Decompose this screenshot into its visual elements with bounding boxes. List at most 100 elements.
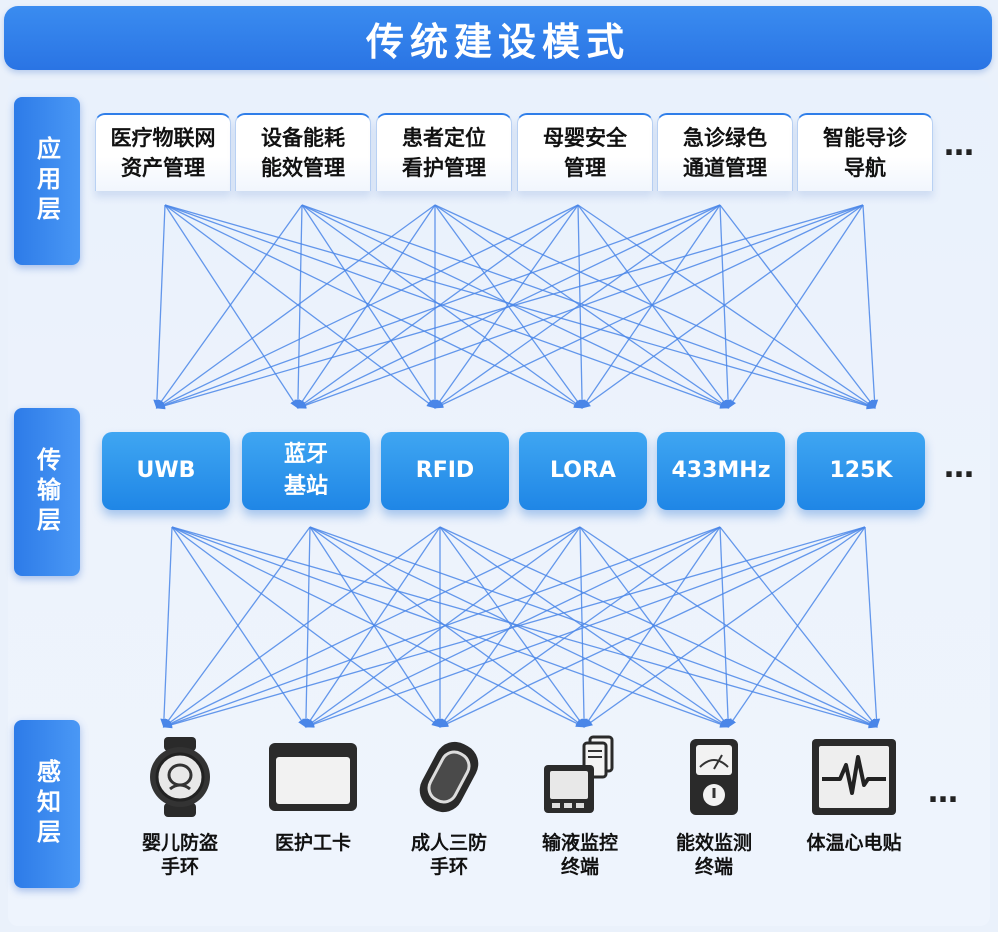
connection-line [301, 204, 583, 409]
connection-line [434, 204, 876, 409]
connection-line [439, 526, 878, 728]
badge-card-icon [269, 743, 357, 811]
connection-line [579, 526, 729, 728]
device-item: 成人三防 手环 [384, 735, 514, 885]
connection-line [155, 204, 864, 410]
page-title: 传统建设模式 [365, 19, 630, 64]
device-item: 输液监控 终端 [515, 735, 645, 885]
layer-label-transport-text: 传输层 [32, 447, 61, 537]
connection-line [163, 526, 311, 728]
transport-box: LORA [519, 432, 647, 510]
app-box: 设备能耗 能效管理 [235, 113, 371, 191]
layer-label-application: 应用层 [14, 97, 80, 265]
connection-line [155, 204, 579, 409]
connection-line [164, 204, 876, 410]
connection-line [434, 204, 864, 409]
app-label: 智能导诊 导航 [823, 126, 907, 180]
transport-box: RFID [381, 432, 509, 510]
more-applications: … [944, 128, 975, 163]
connection-line [164, 204, 299, 409]
connection-line [171, 526, 878, 729]
layer-label-application-text: 应用层 [32, 136, 61, 226]
device-item: 医护工卡 [248, 735, 378, 885]
connection-line [153, 204, 166, 409]
connection-line [162, 526, 721, 728]
connection-line [302, 526, 311, 728]
transport-label: 蓝牙 基站 [283, 442, 328, 499]
app-box: 急诊绿色 通道管理 [657, 113, 793, 191]
connection-line [439, 526, 721, 728]
connection-line [155, 204, 721, 409]
transport-label: UWB [136, 458, 196, 483]
connection-line [156, 204, 303, 409]
connection-line [162, 526, 581, 728]
layer-label-perception: 感知层 [14, 720, 80, 888]
app-label: 母婴安全 管理 [543, 126, 627, 180]
connection-line [155, 204, 436, 409]
device-label: 输液监控 终端 [541, 832, 618, 878]
transport-box: UWB [102, 432, 230, 510]
connection-line [171, 526, 307, 728]
connection-line [171, 526, 586, 728]
transport-box: 433MHz [657, 432, 785, 510]
connection-line [171, 526, 441, 728]
transport-label: RFID [415, 458, 475, 483]
connection-line [434, 204, 721, 409]
connection-line [581, 204, 721, 409]
app-box: 母婴安全 管理 [517, 113, 653, 191]
meter-icon [690, 739, 738, 815]
connection-line [309, 526, 585, 728]
transport-label: 433MHz [671, 458, 771, 483]
device-item: 体温心电贴 [789, 735, 919, 885]
app-label: 患者定位 看护管理 [402, 126, 486, 180]
connection-line [160, 526, 173, 728]
connection-line [439, 526, 866, 728]
connection-line [581, 204, 864, 409]
connection-line [577, 204, 729, 409]
connection-line [294, 204, 303, 409]
app-label: 设备能耗 能效管理 [261, 126, 345, 180]
device-item: 能效监测 终端 [649, 735, 779, 885]
connection-line [301, 204, 730, 409]
title-bar: 传统建设模式 [4, 6, 992, 70]
device-label: 成人三防 手环 [410, 832, 487, 878]
connection-line [727, 204, 864, 409]
connection-line [296, 204, 864, 409]
transport-label: LORA [550, 458, 616, 483]
transport-label: 125K [829, 458, 893, 483]
more-devices: … [928, 775, 959, 810]
connection-line [162, 526, 441, 728]
connection-line [309, 526, 441, 728]
wristband-icon [419, 741, 479, 813]
device-label: 能效监测 终端 [675, 832, 752, 878]
connection-line [301, 204, 876, 409]
more-transports: … [944, 450, 975, 485]
connection-line [583, 526, 866, 728]
connection-line [434, 204, 579, 409]
app-label: 医疗物联网 资产管理 [110, 126, 216, 180]
connection-line [579, 526, 588, 728]
connection-line [164, 204, 584, 409]
device-label: 婴儿防盗 手环 [141, 832, 218, 878]
connection-line [719, 204, 732, 409]
transport-box: 蓝牙 基站 [242, 432, 370, 510]
smartwatch-icon [150, 737, 210, 817]
transport-box: 125K [797, 432, 925, 510]
app-label: 急诊绿色 通道管理 [683, 126, 767, 180]
app-box: 医疗物联网 资产管理 [95, 113, 231, 191]
connection-line [304, 526, 866, 728]
connection-line [162, 526, 866, 729]
connection-line [864, 526, 881, 728]
device-label: 体温心电贴 [806, 832, 902, 854]
connection-line [862, 204, 879, 409]
connection-line [727, 526, 866, 728]
app-box: 智能导诊 导航 [797, 113, 933, 191]
ecg-monitor-icon [812, 739, 896, 815]
layer-label-transport: 传输层 [14, 408, 80, 576]
connection-line [309, 526, 730, 728]
device-item: 婴儿防盗 手环 [115, 735, 245, 885]
device-label: 医护工卡 [274, 832, 351, 854]
app-box: 患者定位 看护管理 [376, 113, 512, 191]
infusion-monitor-icon [544, 735, 614, 813]
